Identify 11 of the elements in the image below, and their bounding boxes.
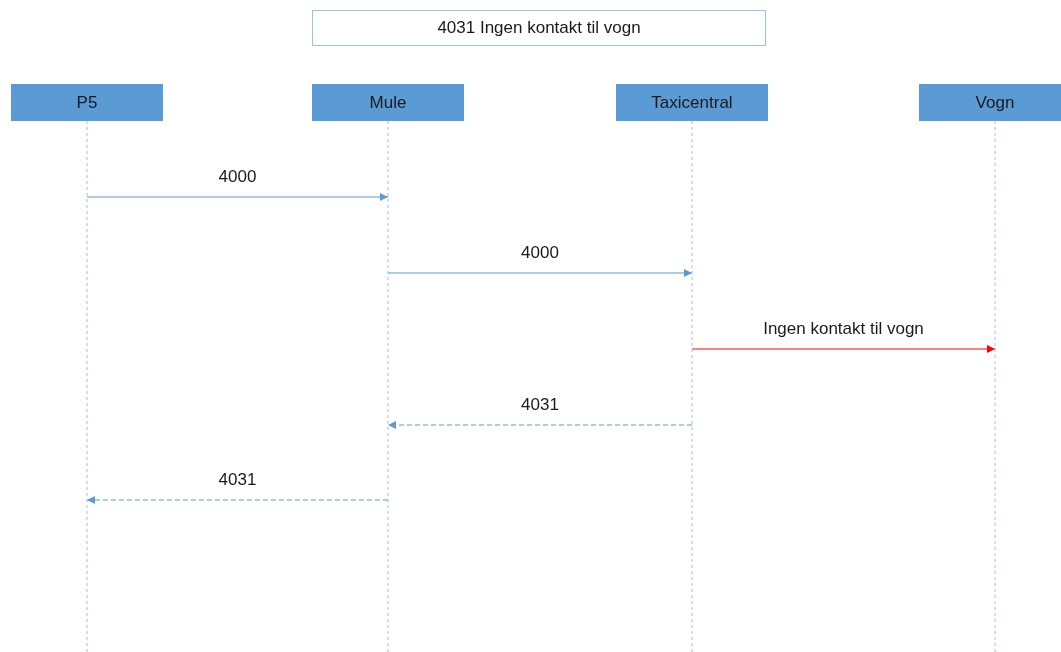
message-arrow: [387, 420, 693, 430]
message-arrow: [86, 495, 389, 505]
participant-name: Mule: [369, 92, 407, 113]
message-arrow: [691, 344, 996, 354]
message-arrow: [387, 268, 693, 278]
title: 4031 Ingen kontakt til vogn: [437, 18, 641, 38]
message-arrow: [86, 192, 389, 202]
participant-name: P5: [76, 92, 98, 113]
participant-name: Vogn: [975, 92, 1015, 113]
participant-name: Taxicentral: [651, 92, 733, 113]
edge-label: Ingen kontakt til vogn: [761, 319, 926, 339]
